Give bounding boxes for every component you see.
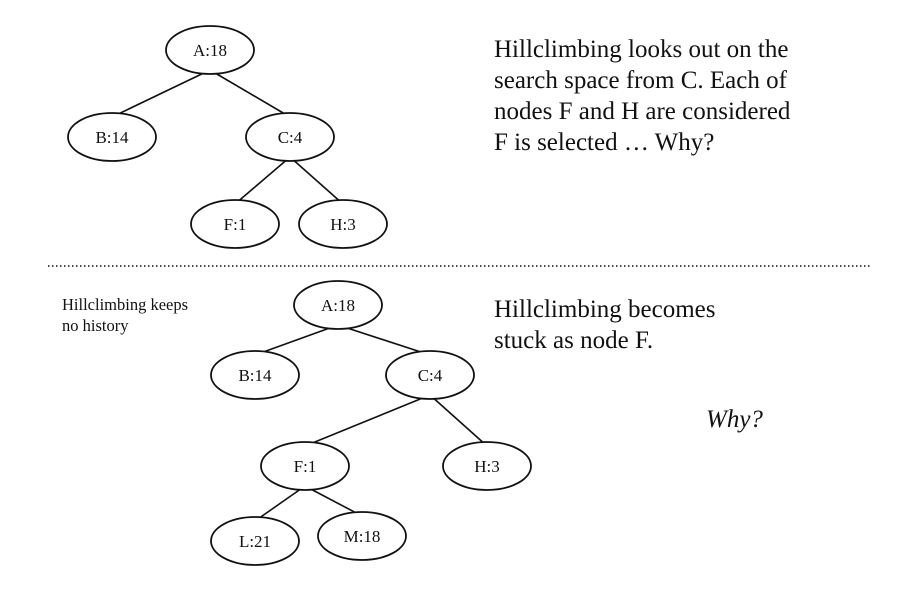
tree-node-f: F:1 [260,441,350,491]
node-ellipse [210,516,300,566]
top-tree-nodes: A:18B:14 C:4F:1 H:3 [67,25,388,249]
tree-edge-a-b [111,69,211,118]
bottom-caption-line: stuck as node F. [494,327,654,354]
bottom-tree-nodes: A:18B:14 C:4F:1 H:3L:21 M:18 [210,280,532,566]
tree-node-h: H:3 [298,199,388,249]
tree-edge-a-c [209,69,291,118]
node-label: H:3 [330,215,356,234]
top-caption-line: Hillclimbing looks out on the [494,36,789,63]
top-caption: Hillclimbing looks out on the search spa… [494,34,790,158]
node-label: F:1 [294,457,317,476]
tree-edge-f-l [254,485,306,522]
tree-node-b: B:14 [67,112,157,162]
top-tree-edges [111,69,344,205]
node-label: A:18 [193,41,227,60]
tree-node-h: H:3 [442,441,532,491]
bottom-tree-edges [254,324,488,522]
node-label: C:4 [418,366,443,385]
node-ellipse [442,441,532,491]
node-ellipse [165,25,255,75]
bottom-caption-line: Hillclimbing becomes [494,296,716,323]
node-ellipse [210,350,300,400]
node-label: B:14 [238,366,272,385]
tree-edge-f-m [304,485,363,517]
node-ellipse [190,199,280,249]
node-ellipse [293,280,383,330]
node-label: A:18 [321,296,355,315]
tree-edge-a-b [254,324,339,356]
tree-node-m: M:18 [317,511,407,561]
node-ellipse [260,441,350,491]
tree-edge-c-h [429,394,488,447]
bottom-caption: Hillclimbing becomes stuck as node F. [494,294,715,356]
side-note-line: Hillclimbing keeps [62,295,189,314]
node-ellipse [317,511,407,561]
node-label: B:14 [95,128,129,147]
tree-node-l: L:21 [210,516,300,566]
tree-edge-c-f [304,394,431,447]
tree-node-f: F:1 [190,199,280,249]
node-ellipse [385,350,475,400]
node-ellipse [67,112,157,162]
tree-node-c: C:4 [245,112,335,162]
tree-edge-c-h [289,156,344,205]
tree-edge-a-c [337,324,431,356]
node-label: C:4 [278,128,303,147]
node-ellipse [298,199,388,249]
node-ellipse [245,112,335,162]
tree-node-c: C:4 [385,350,475,400]
node-label: M:18 [344,527,381,546]
why-question: Why? [706,406,763,433]
side-note: Hillclimbing keeps no history [62,294,188,336]
node-label: H:3 [474,457,500,476]
node-label: F:1 [224,215,247,234]
top-caption-line: F is selected … Why? [494,129,715,156]
tree-node-a: A:18 [165,25,255,75]
tree-node-a: A:18 [293,280,383,330]
node-label: L:21 [239,532,271,551]
tree-edge-c-f [234,156,291,205]
top-caption-line: nodes F and H are considered [494,98,791,125]
side-note-line: no history [62,316,129,335]
top-caption-line: search space from C. Each of [494,67,787,94]
tree-node-b: B:14 [210,350,300,400]
